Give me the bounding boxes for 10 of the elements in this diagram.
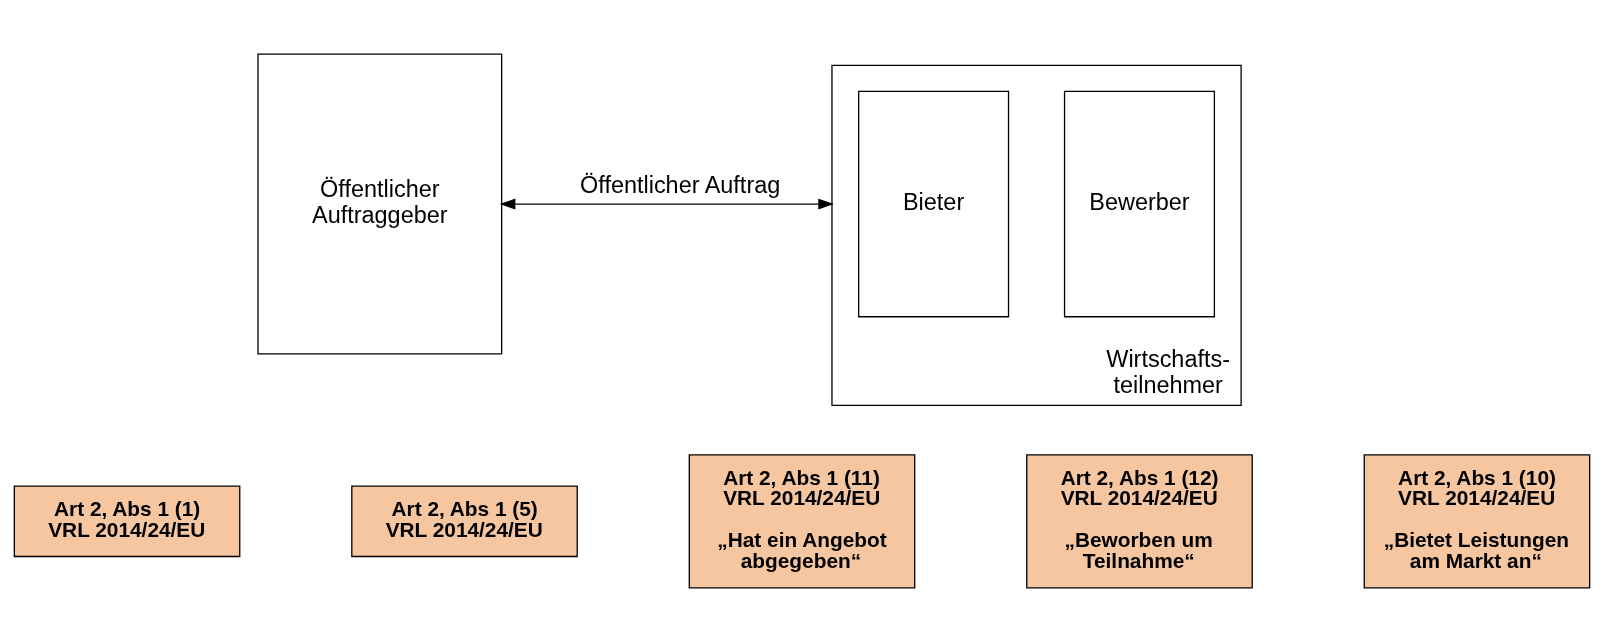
node-box: Bieter (858, 90, 1010, 318)
node-box: Öffentlicher Auftraggeber (257, 53, 503, 355)
node-box: Art 2, Abs 1 (10) VRL 2014/24/EU „Bietet Leistungen am Markt an“ (1363, 454, 1591, 589)
node-box: Bewerber (1063, 90, 1216, 318)
node-box: Art 2, Abs 1 (12) VRL 2014/24/EU „Beworben um Teilnahme“ (1026, 454, 1253, 589)
edge-label: Öffentlicher Auftrag (580, 171, 781, 198)
arrow (499, 198, 834, 210)
node-box: Art 2, Abs 1 (1) VRL 2014/24/EU (13, 485, 241, 558)
node-box: Art 2, Abs 1 (11) VRL 2014/24/EU „Hat ein Angebot abgegeben“ (688, 454, 916, 589)
node-box: Art 2, Abs 1 (5) VRL 2014/24/EU (351, 485, 578, 558)
